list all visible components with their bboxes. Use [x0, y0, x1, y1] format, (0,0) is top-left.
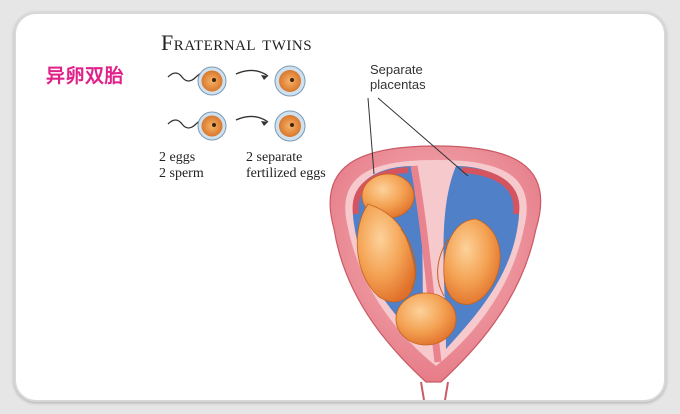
diagram-title: Fraternal twins	[161, 30, 313, 55]
eggs-sperm-label: 2 eggs 2 sperm	[159, 150, 204, 182]
fertilized-egg-top	[274, 65, 306, 97]
fertilized-eggs-label: 2 separate fertilized eggs	[246, 150, 326, 182]
egg-with-sperm-bottom	[167, 111, 227, 141]
arrow-top	[235, 69, 269, 80]
eggs-label-line2: 2 sperm	[159, 166, 204, 181]
chinese-title: 异卵双胎	[46, 65, 125, 87]
twins-diagram	[167, 65, 542, 400]
fertilized-label-line2: fertilized eggs	[246, 166, 326, 181]
arrow-bottom	[235, 115, 269, 126]
placentas-label-line2: placentas	[370, 77, 426, 92]
uterus-illustration	[329, 145, 542, 400]
egg-with-sperm-top	[167, 66, 227, 96]
fertilized-egg-bottom	[274, 110, 306, 142]
slide-card: 异卵双胎 Fraternal twins	[14, 12, 666, 402]
eggs-label-line1: 2 eggs	[159, 150, 196, 165]
placenta-leader-lines	[367, 97, 469, 177]
placentas-label-line1: Separate	[370, 62, 423, 77]
placentas-label: Separate placentas	[370, 62, 426, 92]
fertilized-label-line1: 2 separate	[246, 150, 303, 165]
